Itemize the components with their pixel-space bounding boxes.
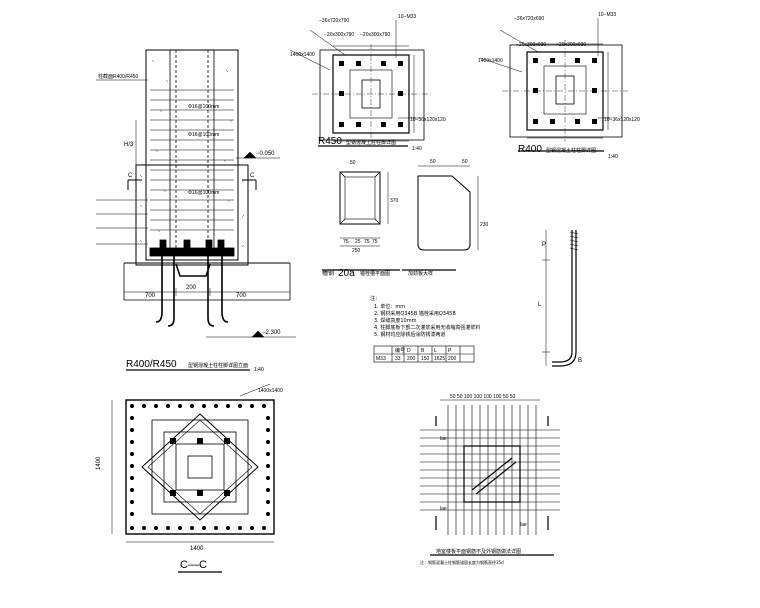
dim-700-right: 700 — [236, 293, 247, 299]
r450-plan-scale: 1:40 — [412, 146, 422, 152]
r450-side-plate: 10−36x120x120 — [410, 117, 446, 123]
bolt-table-cell: M33 — [376, 356, 386, 362]
plate-detail-title: 加劲板大样 — [408, 270, 433, 277]
channel-title: 槽钢 — [322, 269, 334, 277]
note-1: 1. 单位：mm — [374, 303, 405, 310]
channel-dim-75a: 75 — [343, 239, 349, 245]
channel-dim-75b: 75 — [364, 239, 370, 245]
section-cc — [111, 383, 275, 573]
bolt-table-header: P — [448, 348, 452, 354]
elevation-bottom: −2.300 — [262, 330, 281, 336]
channel-dim-25: 25 — [355, 239, 361, 245]
r450-top-plate: −36x720x790 — [319, 18, 349, 24]
bolt-table-header: L — [434, 348, 437, 354]
channel-dim-370: 370 — [390, 198, 399, 204]
channel-size: 20a — [338, 268, 355, 279]
r400-bolt-label: 10−M33 — [598, 12, 616, 18]
cc-plate-size: 1400x1400 — [258, 388, 283, 394]
dim-200: 200 — [186, 285, 197, 291]
r400-plan-title: R400 — [518, 144, 542, 155]
c-marker-left: C — [128, 173, 133, 179]
r450-plate-size: 1400x1400 — [290, 52, 315, 58]
anchor-bolt-elevation — [542, 230, 579, 367]
cc-width-1400: 1400 — [190, 546, 204, 552]
r400-web-plate-2: −20x300x690 — [556, 42, 586, 48]
r400-web-plate-1: −20x300x690 — [516, 42, 546, 48]
r400-top-plate: −36x720x690 — [514, 16, 544, 22]
plate-dim-230: 230 — [480, 222, 489, 228]
rebar-plan-note: 注：钢筋混凝土柱钢筋锚固长度为钢筋直径35d — [420, 559, 504, 565]
bolt-table-header: B — [421, 348, 425, 354]
lae-label-2: lae — [440, 506, 447, 512]
bolt-table — [373, 345, 475, 363]
stirrup-label-3: Φ16@100mm — [188, 190, 219, 196]
h3-label: H/3 — [124, 142, 134, 148]
bolt-table-header: D — [407, 348, 411, 354]
rebar-plan — [420, 399, 560, 556]
c-marker-right: C — [250, 173, 255, 179]
bolt-table-header: 编号 — [395, 347, 405, 354]
r450-plan-title-suffix: 型钢混凝土柱柱脚详图 — [346, 139, 396, 146]
r400-base-plate-plan — [479, 18, 628, 152]
stirrup-label-1: Φ16@100mm — [188, 104, 219, 110]
rebar-plan-title: 地室楼板平面钢筋不及外钢筋做法详图 — [436, 548, 521, 555]
lae-label-3: lae — [520, 522, 527, 528]
column-section-elevation — [96, 49, 296, 371]
channel-plan — [322, 171, 400, 271]
bolt-table-cell: 200 — [448, 356, 457, 362]
bolt-table-cell: 200 — [407, 356, 416, 362]
section-main-scale: 1:40 — [254, 367, 264, 373]
bolt-table-cell: 1625 — [434, 356, 445, 362]
section-cc-title: C—C — [180, 559, 207, 571]
lae-label-1: lae — [440, 436, 447, 442]
r450-base-plate-plan — [289, 20, 432, 147]
rebar-spacing-dims: 50 50 100 100 100 100 50 50 — [450, 394, 516, 400]
section-main-title-suffix: 型钢混凝土柱柱脚详图立面 — [188, 362, 248, 369]
elevation-top: −0.050 — [256, 151, 275, 157]
bolt-b-label: B — [578, 358, 582, 364]
plate-dim-50b: 50 — [462, 159, 468, 165]
stiffener-plate — [402, 165, 479, 271]
r400-plate-size: 1400x1400 — [478, 58, 503, 64]
r400-plan-title-suffix: 型钢混凝土柱柱脚详图 — [546, 147, 596, 154]
r400-side-plate: 10−36x120x120 — [604, 117, 640, 123]
note-5: 5. 钢材均应除锈后涂防锈漆两道 — [374, 331, 445, 338]
r450-web-plate-2: −20x300x790 — [360, 32, 390, 38]
dim-700-left: 700 — [145, 293, 156, 299]
r400-plan-scale: 1:40 — [608, 154, 618, 160]
plate-dim-50a: 50 — [430, 159, 436, 165]
bolt-table-cell: 150 — [421, 356, 430, 362]
channel-dim-250: 250 — [352, 248, 361, 254]
note-title: 注： — [370, 295, 380, 302]
bolt-table-cell: 33 — [395, 356, 401, 362]
bolt-l-label: L — [538, 302, 542, 308]
r450-bolt-label: 10−M33 — [398, 14, 416, 20]
section-main-title: R400/R450 — [126, 359, 177, 370]
channel-dim-50: 50 — [350, 160, 356, 166]
cc-height-1400: 1400 — [96, 456, 102, 470]
column-size-label: 柱截面R400/R450 — [98, 73, 139, 80]
note-4: 4. 柱脚底板下部二次灌浆采用无收缩高强灌浆料 — [374, 324, 480, 331]
note-3: 3. 焊缝高度10mm — [374, 317, 417, 324]
r450-web-plate-1: −20x300x790 — [324, 32, 354, 38]
stirrup-label-2: Φ16@100mm — [188, 132, 219, 138]
bolt-p-label: P — [542, 242, 546, 248]
r450-plan-title: R450 — [318, 136, 342, 147]
note-2: 2. 钢材采用Q345B 锚栓采用Q345B — [374, 310, 456, 317]
channel-dim-75c: 75 — [372, 239, 378, 245]
channel-title-suffix: 锚栓槽平面图 — [360, 270, 390, 277]
